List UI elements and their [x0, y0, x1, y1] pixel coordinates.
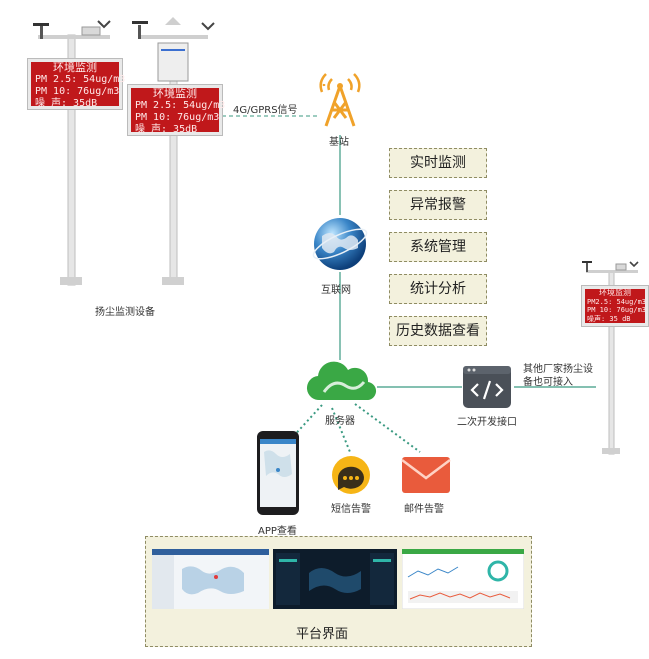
feature-history-data: 历史数据查看 — [389, 316, 487, 346]
monitor-pole-icon — [33, 20, 111, 286]
led-row: PM 2.5: 54ug/m3 — [135, 100, 226, 111]
sms-alarm-label: 短信告警 — [331, 504, 371, 515]
led-row: 噪 声: 35dB — [135, 124, 198, 135]
app-label: APP查看 — [258, 526, 297, 537]
led-display-left: 环境监测 PM 2.5: 54ug/m3 PM 10: 76ug/m3 噪 声:… — [28, 59, 126, 109]
led-row: PM2.5: 54ug/m3 — [587, 297, 647, 306]
led-row: PM 2.5: 54ug/m3 — [35, 74, 126, 85]
led-title: 环境监测 — [53, 61, 97, 74]
mail-alarm-label: 邮件告警 — [404, 504, 444, 515]
base-station-icon — [319, 73, 361, 127]
monitor-pole-icon — [582, 261, 639, 455]
code-interface-icon — [463, 366, 511, 408]
led-row: PM 10: 76ug/m3 — [135, 112, 220, 123]
led-display-middle: 环境监测 PM 2.5: 54ug/m3 PM 10: 76ug/m3 噪 声:… — [128, 85, 226, 135]
signal-label: 4G/GPRS信号 — [233, 105, 298, 116]
feature-statistical-analysis: 统计分析 — [389, 274, 487, 304]
mail-envelope-icon — [401, 457, 451, 493]
platform-panel: 平台界面 — [145, 536, 532, 647]
other-device-text: 其他厂家扬尘设 — [523, 364, 593, 375]
base-station-label: 基站 — [329, 137, 349, 148]
phone-app-icon — [257, 431, 299, 515]
led-row: 噪 声: 35dB — [35, 98, 98, 109]
platform-screenshot-charts — [402, 549, 524, 609]
led-display-right: 环境监测 PM2.5: 54ug/m3 PM 10: 76ug/m3 噪声: 3… — [582, 286, 648, 326]
feature-abnormal-alarm: 异常报警 — [389, 190, 487, 220]
platform-screenshot-dashboard — [273, 549, 397, 609]
internet-label: 互联网 — [321, 285, 351, 296]
globe-icon — [312, 218, 368, 270]
sms-chat-icon — [332, 456, 370, 494]
other-device-text: 备也可接入 — [523, 377, 573, 388]
led-row: 噪声: 35 dB — [587, 314, 631, 323]
monitor-device-label: 扬尘监测设备 — [95, 307, 155, 318]
platform-screenshot-map — [152, 549, 269, 609]
cloud-server-icon — [306, 361, 377, 401]
feature-realtime-monitoring: 实时监测 — [389, 148, 487, 178]
led-title: 环境监测 — [599, 288, 631, 297]
feature-system-management: 系统管理 — [389, 232, 487, 262]
led-row: PM 10: 76ug/m3 — [35, 86, 120, 97]
platform-label: 平台界面 — [296, 627, 349, 642]
led-row: PM 10: 76ug/m3 — [587, 306, 647, 314]
server-label: 服务器 — [325, 416, 355, 427]
monitor-pole-icon — [132, 17, 215, 285]
led-title: 环境监测 — [153, 87, 197, 100]
api-label: 二次开发接口 — [457, 417, 517, 428]
